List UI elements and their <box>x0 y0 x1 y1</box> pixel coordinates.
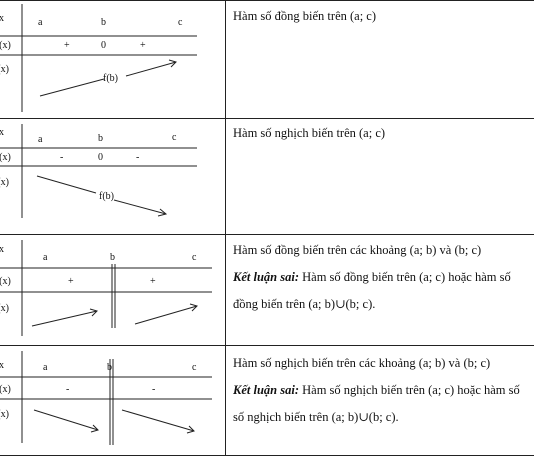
derivative-zero: 0 <box>101 40 106 51</box>
table-row-3: x a b c f'(x) + + f(x) Hàm số đồng biến … <box>0 234 534 345</box>
derivative-sign-1: - <box>60 152 63 163</box>
x-value-a: a <box>38 17 43 28</box>
derivative-sign-1: - <box>66 384 69 395</box>
function-label: f(x) <box>0 64 9 75</box>
x-value-c: c <box>192 252 197 263</box>
derivative-label: f'(x) <box>0 276 11 287</box>
derivative-zero: 0 <box>98 152 103 163</box>
x-value-b: b <box>107 362 112 373</box>
increasing-arrow-1 <box>39 78 105 97</box>
derivative-label: f'(x) <box>0 384 11 395</box>
variation-table-2: x a b c f'(x) - 0 - f(x) f(b) <box>0 118 225 234</box>
variation-table-1: x a b c f'(x) + 0 + f(x) f(b) <box>0 0 225 118</box>
x-value-b: b <box>98 133 103 144</box>
derivative-sign-2: + <box>140 40 146 51</box>
description-line: đồng biến trên (a; b)∪(b; c). <box>233 297 376 311</box>
description-3: Hàm số đồng biến trên các khoảng (a; b) … <box>233 241 533 313</box>
x-label: x <box>0 360 4 371</box>
row-divider-2 <box>0 234 534 235</box>
increasing-arrow-1 <box>31 310 98 327</box>
x-value-a: a <box>38 134 43 145</box>
description-line: Hàm số nghịch biến trên (a; c) <box>233 126 386 140</box>
conclusion-text: Hàm số nghịch biến trên (a; c) hoặc hàm … <box>299 383 520 397</box>
x-value-a: a <box>43 252 48 263</box>
table-border-bottom <box>0 455 534 456</box>
derivative-label: f'(x) <box>0 152 11 163</box>
description-line: Hàm số nghịch biến trên các khoảng (a; b… <box>233 356 491 370</box>
x-label: x <box>0 244 4 255</box>
table-border-top <box>0 0 534 1</box>
derivative-sign-1: + <box>64 40 70 51</box>
derivative-sign-2: + <box>150 276 156 287</box>
x-value-a: a <box>43 362 48 373</box>
x-value-c: c <box>172 132 177 143</box>
decreasing-arrow-1 <box>36 175 97 194</box>
description-2: Hàm số nghịch biến trên (a; c) <box>233 124 533 142</box>
description-line: Kết luận sai: Hàm số nghịch biến trên (a… <box>233 381 533 399</box>
x-value-c: c <box>178 17 183 28</box>
variation-table-4: x a b c f'(x) - - f(x) <box>0 345 225 456</box>
function-label: f(x) <box>0 303 9 314</box>
x-value-b: b <box>101 17 106 28</box>
column-divider <box>225 0 226 456</box>
conclusion-text: Hàm số đồng biến trên (a; c) hoặc hàm số <box>299 270 511 284</box>
conclusion-label: Kết luận sai: <box>233 270 299 284</box>
increasing-arrow-2 <box>125 61 177 77</box>
row-divider-1 <box>0 118 534 119</box>
derivative-sign-2: - <box>152 384 155 395</box>
table-row-1: x a b c f'(x) + 0 + f(x) f(b) Hàm số đồn… <box>0 0 534 118</box>
x-label: x <box>0 13 4 24</box>
description-4: Hàm số nghịch biến trên các khoảng (a; b… <box>233 354 533 426</box>
x-value-c: c <box>192 362 197 373</box>
x-label: x <box>0 127 4 138</box>
description-line: Kết luận sai: Hàm số đồng biến trên (a; … <box>233 268 533 286</box>
conclusion-label: Kết luận sai: <box>233 383 299 397</box>
function-mid-value: f(b) <box>103 73 118 84</box>
decreasing-arrow-1 <box>33 409 99 431</box>
function-label: f(x) <box>0 409 9 420</box>
increasing-arrow-2 <box>134 305 198 325</box>
decreasing-arrow-2 <box>113 199 167 215</box>
table-row-4: x a b c f'(x) - - f(x) Hàm số nghịch biế… <box>0 345 534 456</box>
derivative-sign-2: - <box>136 152 139 163</box>
x-value-b: b <box>110 252 115 263</box>
description-1: Hàm số đồng biến trên (a; c) <box>233 7 533 25</box>
function-mid-value: f(b) <box>99 191 114 202</box>
description-line: Hàm số đồng biến trên (a; c) <box>233 9 377 23</box>
variation-table-3: x a b c f'(x) + + f(x) <box>0 234 225 345</box>
derivative-sign-1: + <box>68 276 74 287</box>
decreasing-arrow-2 <box>121 409 195 432</box>
description-line: số nghịch biến trên (a; b)∪(b; c). <box>233 410 399 424</box>
table-row-2: x a b c f'(x) - 0 - f(x) f(b) Hàm số ngh… <box>0 118 534 234</box>
derivative-label: f'(x) <box>0 40 11 51</box>
function-label: f(x) <box>0 177 9 188</box>
row-divider-3 <box>0 345 534 346</box>
description-line: Hàm số đồng biến trên các khoảng (a; b) … <box>233 243 482 257</box>
